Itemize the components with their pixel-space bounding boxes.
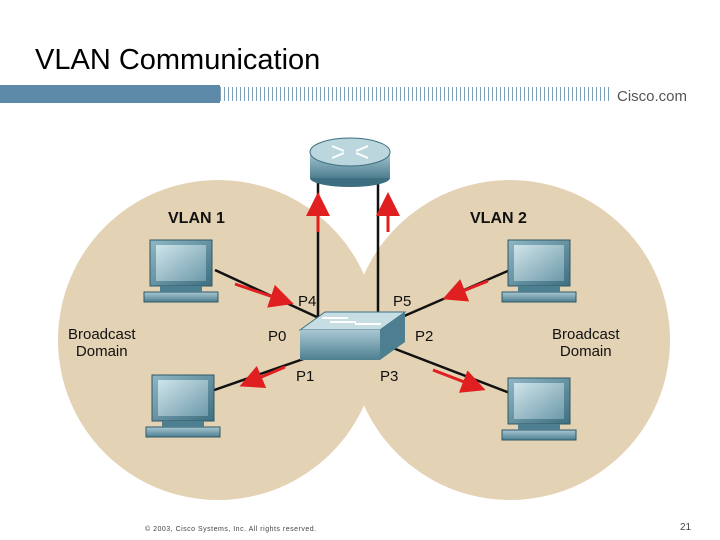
link-pc-bottom-right xyxy=(384,343,516,397)
pc-icon xyxy=(501,377,577,441)
switch-icon xyxy=(298,311,407,360)
port-p0-label: P0 xyxy=(268,328,287,345)
slide-title: VLAN Communication xyxy=(35,44,321,76)
vlan2-broadcast-domain-label: Broadcast Domain xyxy=(552,326,620,361)
port-p3-label: P3 xyxy=(380,368,399,385)
port-p5-label: P5 xyxy=(393,293,412,310)
brand-label: Cisco.com xyxy=(617,88,688,105)
header-bar xyxy=(0,85,720,103)
vlan2-label: VLAN 2 xyxy=(470,210,527,227)
page-number: 21 xyxy=(680,522,692,533)
pc-icon xyxy=(145,374,221,438)
arrow-to-switch-left xyxy=(234,282,294,308)
header-bar-gradient xyxy=(220,87,610,101)
vlan1-label: VLAN 1 xyxy=(168,210,225,227)
port-p1-label: P1 xyxy=(296,368,315,385)
vlan1-broadcast-domain-label: Broadcast Domain xyxy=(68,326,136,361)
port-p4-label: P4 xyxy=(298,293,317,310)
copyright-footer: © 2003, Cisco Systems, Inc. All rights r… xyxy=(145,526,317,533)
arrow-to-switch-right xyxy=(442,279,489,302)
pc-icon xyxy=(143,239,219,303)
pc-icon xyxy=(501,239,577,303)
arrow-from-switch-right xyxy=(432,368,486,393)
vlan2-domain-circle xyxy=(350,180,670,500)
header-bar-solid xyxy=(0,85,220,103)
arrow-from-switch-left xyxy=(239,365,286,389)
router-icon xyxy=(309,137,391,187)
port-p2-label: P2 xyxy=(415,328,434,345)
vlan1-domain-circle xyxy=(58,180,378,500)
